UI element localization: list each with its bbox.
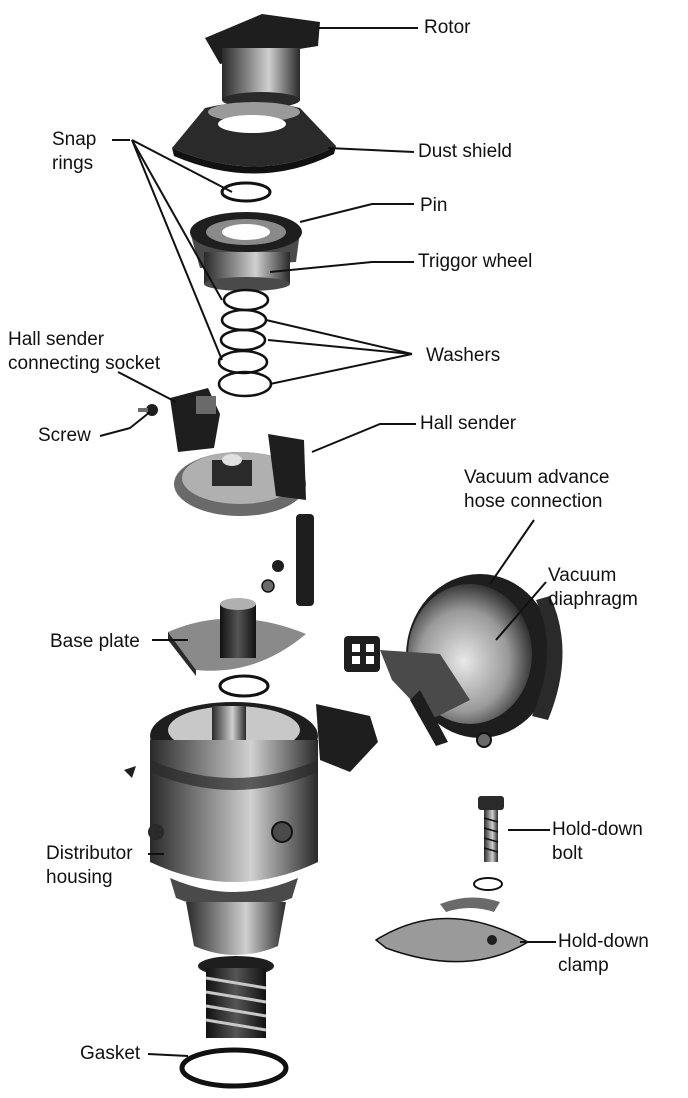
label-hall-sender: Hall sender — [420, 413, 517, 434]
hall-sender-socket-part — [170, 388, 220, 452]
hold-down-bolt-part — [478, 796, 504, 862]
label-hall-sender-socket: Hall sender connecting socket — [8, 328, 160, 376]
label-distributor-housing: Distributor housing — [46, 842, 133, 890]
label-vacuum-diaphragm-line2: diaphragm — [548, 589, 638, 610]
rotor-part — [205, 14, 320, 108]
label-snap-rings-line2: rings — [52, 153, 94, 174]
label-hold-down-bolt-line2: bolt — [552, 843, 583, 864]
label-vacuum-diaphragm: Vacuum diaphragm — [548, 564, 638, 612]
label-distributor-housing-line1: Distributor — [46, 843, 133, 864]
label-vacuum-hose: Vacuum advance hose connection — [464, 466, 609, 514]
label-hold-down-bolt-line1: Hold-down — [552, 819, 643, 840]
distributor-housing-part — [148, 702, 318, 910]
label-distributor-housing-line2: housing — [46, 867, 113, 888]
small-washer — [272, 560, 284, 572]
label-hall-sender-socket-line2: connecting socket — [8, 353, 161, 374]
base-plate-part — [168, 598, 306, 698]
hall-sender-part — [174, 434, 306, 516]
snap-ring-top — [220, 181, 272, 203]
label-hold-down-clamp-line2: clamp — [558, 955, 609, 976]
label-dust-shield: Dust shield — [418, 141, 512, 162]
vacuum-diaphragm-part — [344, 574, 563, 748]
label-vacuum-hose-line1: Vacuum advance — [464, 467, 610, 488]
label-screw: Screw — [38, 425, 91, 446]
label-vacuum-diaphragm-line1: Vacuum — [548, 565, 617, 586]
hold-down-clamp-part — [374, 877, 530, 963]
leader-lines — [99, 27, 556, 1057]
label-vacuum-hose-line2: hose connection — [464, 491, 603, 512]
trigger-wheel-part — [190, 212, 302, 291]
label-washers: Washers — [426, 345, 501, 366]
label-base-plate: Base plate — [50, 631, 140, 652]
gasket-part — [179, 1047, 289, 1089]
small-nut — [261, 579, 275, 593]
label-hold-down-bolt: Hold-down bolt — [552, 818, 643, 866]
label-snap-rings-line1: Snap — [52, 129, 97, 150]
label-hold-down-clamp-line1: Hold-down — [558, 931, 649, 952]
label-hall-sender-socket-line1: Hall sender — [8, 329, 105, 350]
label-rotor: Rotor — [424, 17, 471, 38]
small-clip — [124, 766, 136, 778]
label-snap-rings: Snap rings — [52, 128, 96, 176]
label-hold-down-clamp: Hold-down clamp — [558, 930, 649, 978]
vacuum-arm — [316, 704, 378, 772]
label-trigger-wheel: Triggor wheel — [418, 251, 533, 272]
label-pin: Pin — [420, 195, 448, 216]
washer-stack — [217, 288, 273, 398]
shaft-bracket — [296, 514, 314, 606]
drive-gear-part — [186, 902, 286, 1038]
dust-shield-part — [172, 102, 336, 174]
label-gasket: Gasket — [80, 1043, 141, 1064]
